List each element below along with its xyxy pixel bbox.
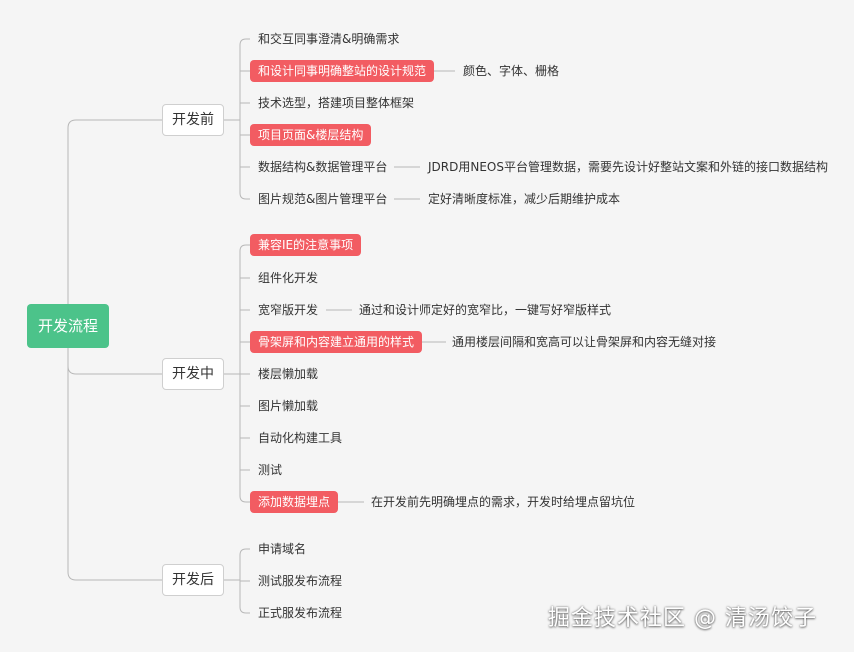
connector-root-stage xyxy=(67,119,162,304)
connector-stage-item xyxy=(239,548,250,556)
leaf-note: 颜色、字体、栅格 xyxy=(463,64,560,78)
leaf-item-highlight[interactable]: 添加数据埋点 xyxy=(250,491,339,513)
connector-stage-item xyxy=(239,192,250,200)
connector-stage-item xyxy=(239,244,250,252)
leaf-item-highlight[interactable]: 项目页面&楼层结构 xyxy=(250,124,372,146)
leaf-item[interactable]: 和交互同事澄清&明确需求 xyxy=(258,32,400,46)
stage-node-during[interactable]: 开发中 xyxy=(162,358,224,390)
connector-stage-item xyxy=(239,606,250,614)
leaf-item[interactable]: 技术选型，搭建项目整体框架 xyxy=(258,96,415,110)
stage-node-before[interactable]: 开发前 xyxy=(162,104,224,136)
leaf-item[interactable]: 宽窄版开发 xyxy=(258,303,319,317)
leaf-item-highlight[interactable]: 骨架屏和内容建立通用的样式 xyxy=(250,331,423,353)
leaf-item[interactable]: 申请域名 xyxy=(258,542,307,556)
leaf-item-highlight[interactable]: 和设计同事明确整站的设计规范 xyxy=(250,60,435,82)
leaf-note: 在开发前先明确埋点的需求，开发时给埋点留坑位 xyxy=(371,495,636,509)
leaf-item[interactable]: 测试 xyxy=(258,463,283,477)
leaf-item[interactable]: 组件化开发 xyxy=(258,271,319,285)
leaf-note: 定好清晰度标准，减少后期维护成本 xyxy=(428,192,621,206)
watermark: 掘金技术社区 @ 清汤饺子 xyxy=(548,606,817,631)
connector-stage-item xyxy=(239,38,250,46)
leaf-note: JDRD用NEOS平台管理数据，需要先设计好整站文案和外链的接口数据结构 xyxy=(428,160,828,174)
stage-node-after[interactable]: 开发后 xyxy=(162,564,224,596)
leaf-item[interactable]: 测试服发布流程 xyxy=(258,574,343,588)
leaf-item-highlight[interactable]: 兼容IE的注意事项 xyxy=(250,234,362,256)
leaf-item[interactable]: 正式服发布流程 xyxy=(258,606,343,620)
leaf-item[interactable]: 图片规范&图片管理平台 xyxy=(258,192,388,206)
connector-root-stage xyxy=(67,366,162,581)
connector-stage-item xyxy=(239,495,250,503)
leaf-item[interactable]: 楼层懒加载 xyxy=(258,367,319,381)
leaf-note: 通过和设计师定好的宽窄比，一键写好窄版样式 xyxy=(359,303,612,317)
leaf-item[interactable]: 自动化构建工具 xyxy=(258,431,343,445)
root-node[interactable]: 开发流程 xyxy=(27,304,109,348)
connector-root-stage xyxy=(67,348,162,375)
leaf-note: 通用楼层间隔和宽高可以让骨架屏和内容无缝对接 xyxy=(452,335,717,349)
leaf-item[interactable]: 图片懒加载 xyxy=(258,399,319,413)
leaf-item[interactable]: 数据结构&数据管理平台 xyxy=(258,160,388,174)
